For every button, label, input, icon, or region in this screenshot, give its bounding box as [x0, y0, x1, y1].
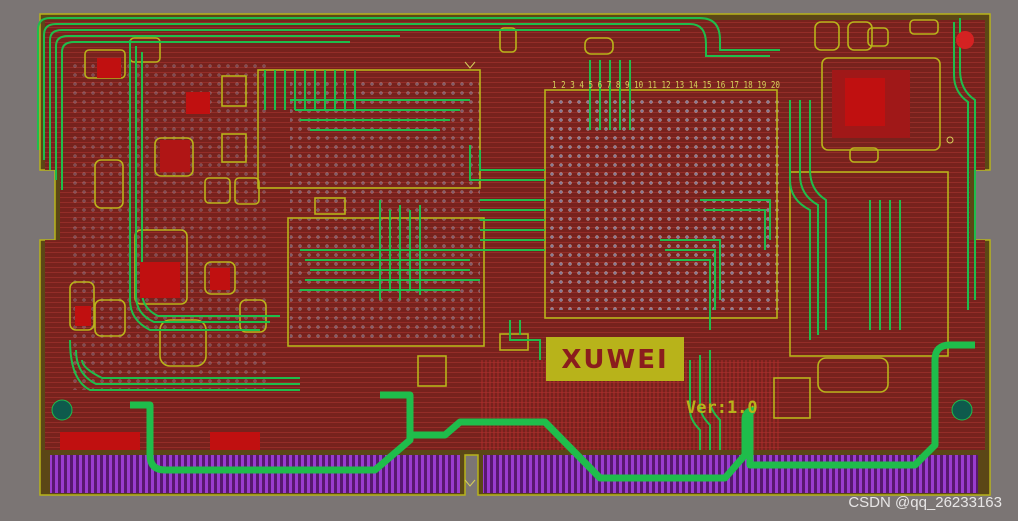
- chip-pads: [60, 58, 910, 450]
- logo-plate: [546, 337, 684, 381]
- csdn-watermark: CSDN @qq_26233163: [848, 494, 1002, 511]
- bga-via-field: [545, 100, 780, 310]
- version-label: Ver:1.0: [686, 398, 758, 418]
- silkscreen-marks: [464, 61, 954, 487]
- mounting-holes: [51, 31, 974, 421]
- pin-header-labels: 1 2 3 4 5 6 7 8 9 10 11 12 13 14 15 16 1…: [552, 80, 780, 91]
- left-via-field: [70, 60, 270, 390]
- chip-via-field: [290, 80, 480, 340]
- silkscreen-outlines: [69, 19, 949, 419]
- gold-fingers-left: [50, 455, 460, 493]
- board-logo: XUWEI: [561, 345, 668, 375]
- top-layer-traces: [37, 17, 976, 450]
- ground-bus-trace: [130, 341, 975, 482]
